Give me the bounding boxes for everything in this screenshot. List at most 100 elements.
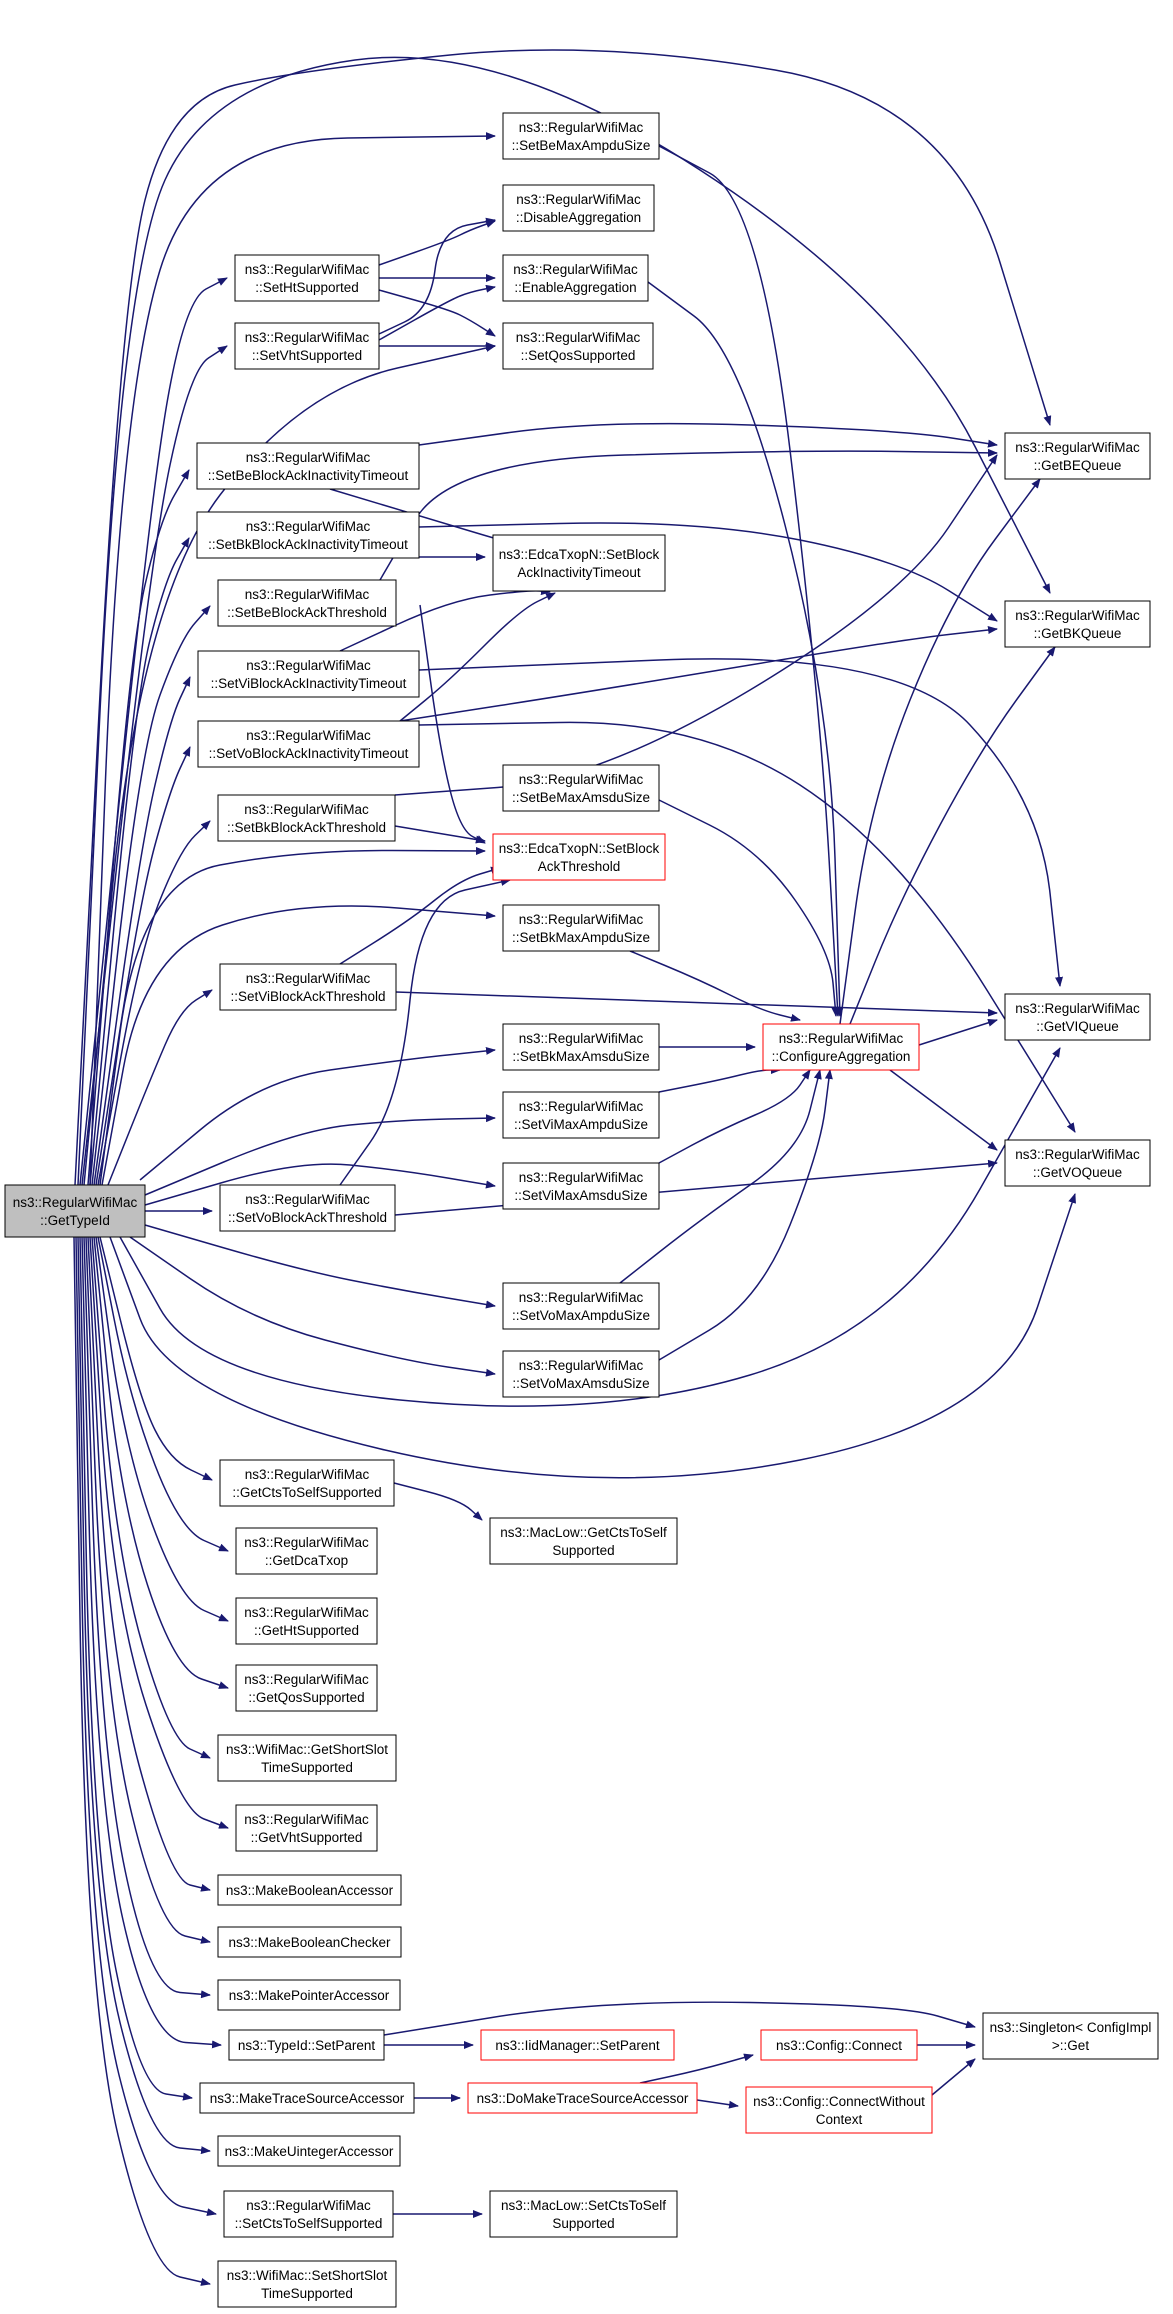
node-setVoBaIn[interactable]: ns3::RegularWifiMac::SetVoBlockAckInacti… [197, 720, 420, 768]
node-label: ::SetBeMaxAmpduSize [512, 138, 651, 153]
node-setViMaxAmsdu[interactable]: ns3::RegularWifiMac::SetViMaxAmsduSize [502, 1162, 660, 1210]
edge-root-to-getShortSlot [91, 1236, 211, 1759]
node-box [745, 2086, 933, 2134]
node-box [217, 2135, 401, 2167]
node-getQos[interactable]: ns3::RegularWifiMac::GetQosSupported [235, 1664, 378, 1712]
node-label: ns3::MakeBooleanAccessor [226, 1883, 394, 1898]
node-setCts[interactable]: ns3::RegularWifiMac::SetCtsToSelfSupport… [223, 2190, 394, 2238]
node-setVht[interactable]: ns3::RegularWifiMac::SetVhtSupported [234, 322, 380, 370]
node-box [502, 904, 660, 952]
node-label: ::GetHtSupported [254, 1623, 359, 1638]
node-setViBaTh[interactable]: ns3::RegularWifiMac::SetViBlockAckThresh… [219, 963, 397, 1011]
node-box [760, 2029, 918, 2061]
node-macLowSetCts[interactable]: ns3::MacLow::SetCtsToSelfSupported [489, 2190, 678, 2238]
node-makeTraceAcc[interactable]: ns3::MakeTraceSourceAccessor [199, 2082, 415, 2114]
edge-configAgg-to-getVO [889, 1069, 998, 1151]
node-setBeBaTh[interactable]: ns3::RegularWifiMac::SetBeBlockAckThresh… [217, 579, 397, 627]
node-box [235, 1804, 378, 1852]
node-setBeBaIn[interactable]: ns3::RegularWifiMac::SetBeBlockAckInacti… [196, 442, 420, 490]
node-box [235, 1527, 378, 1575]
node-label: >::Get [1052, 2038, 1089, 2053]
node-label: ns3::RegularWifiMac [245, 1467, 370, 1482]
node-singleton[interactable]: ns3::Singleton< ConfigImpl>::Get [982, 2012, 1159, 2060]
node-makeBoolAcc[interactable]: ns3::MakeBooleanAccessor [217, 1874, 402, 1906]
node-label: ns3::RegularWifiMac [246, 728, 371, 743]
edge-root-to-getQos [93, 1236, 229, 1689]
edge-root-to-getVht [89, 1236, 229, 1829]
node-setBkBaTh[interactable]: ns3::RegularWifiMac::SetBkBlockAckThresh… [217, 794, 396, 842]
node-setQos[interactable]: ns3::RegularWifiMac::SetQosSupported [502, 322, 654, 370]
node-box [762, 1023, 920, 1071]
edge-setVoBaTh-to-edcaThresh [339, 878, 511, 1186]
node-setBkBaIn[interactable]: ns3::RegularWifiMac::SetBkBlockAckInacti… [196, 511, 420, 559]
node-setHt[interactable]: ns3::RegularWifiMac::SetHtSupported [234, 254, 380, 302]
node-setViMaxAmpdu[interactable]: ns3::RegularWifiMac::SetViMaxAmpduSize [502, 1091, 660, 1139]
node-enableAgg[interactable]: ns3::RegularWifiMac::EnableAggregation [502, 254, 649, 302]
node-cfgConnect[interactable]: ns3::Config::Connect [760, 2029, 918, 2061]
node-getVht[interactable]: ns3::RegularWifiMac::GetVhtSupported [235, 1804, 378, 1852]
node-box [502, 1282, 660, 1330]
node-setVoMaxAmpdu[interactable]: ns3::RegularWifiMac::SetVoMaxAmpduSize [502, 1282, 660, 1330]
node-iidSetParent[interactable]: ns3::IidManager::SetParent [480, 2029, 675, 2061]
node-root[interactable]: ns3::RegularWifiMac::GetTypeId [4, 1184, 146, 1238]
node-label: ns3::RegularWifiMac [519, 1290, 644, 1305]
node-setViBaIn[interactable]: ns3::RegularWifiMac::SetViBlockAckInacti… [197, 650, 420, 698]
edge-setVoMaxAmpdu-to-configAgg [619, 1069, 822, 1284]
node-disableAgg[interactable]: ns3::RegularWifiMac::DisableAggregation [502, 184, 655, 232]
node-getDca[interactable]: ns3::RegularWifiMac::GetDcaTxop [235, 1527, 378, 1575]
node-getBK[interactable]: ns3::RegularWifiMac::GetBKQueue [1004, 600, 1151, 648]
edge-root-to-makeBoolAcc [87, 1236, 211, 1892]
node-label: ns3::RegularWifiMac [519, 1099, 644, 1114]
node-setBeMaxAmpdu[interactable]: ns3::RegularWifiMac::SetBeMaxAmpduSize [502, 112, 660, 160]
edge-setVoBaIn-to-getVO [418, 721, 1076, 1133]
node-label: ns3::Config::Connect [776, 2038, 902, 2053]
node-label: ns3::RegularWifiMac [246, 2198, 371, 2213]
edge-setViBaTh-to-edcaThresh [339, 866, 501, 965]
node-box [492, 534, 666, 592]
node-setBeMaxAmsdu[interactable]: ns3::RegularWifiMac::SetBeMaxAmsduSize [502, 764, 660, 812]
node-label: ns3::RegularWifiMac [519, 120, 644, 135]
node-getCts[interactable]: ns3::RegularWifiMac::GetCtsToSelfSupport… [219, 1459, 395, 1507]
node-makePtrAcc[interactable]: ns3::MakePointerAccessor [217, 1979, 401, 2011]
node-box [502, 1023, 660, 1071]
node-setVoMaxAmsdu[interactable]: ns3::RegularWifiMac::SetVoMaxAmsduSize [502, 1350, 660, 1398]
node-setVoBaTh[interactable]: ns3::RegularWifiMac::SetVoBlockAckThresh… [219, 1184, 396, 1232]
node-label: ::GetDcaTxop [265, 1553, 348, 1568]
edge-setViBaIn-to-getVI [418, 658, 1064, 987]
edge-root-to-setParent [81, 1236, 222, 2049]
edge-setViMaxAmsdu-to-configAgg [658, 1069, 811, 1164]
node-setBkMaxAmsdu[interactable]: ns3::RegularWifiMac::SetBkMaxAmsduSize [502, 1023, 660, 1071]
node-configAgg[interactable]: ns3::RegularWifiMac::ConfigureAggregatio… [762, 1023, 920, 1071]
edge-root-to-getDca [97, 1236, 229, 1552]
node-setParent[interactable]: ns3::TypeId::SetParent [228, 2029, 385, 2061]
node-getBE[interactable]: ns3::RegularWifiMac::GetBEQueue [1004, 432, 1151, 480]
node-edcaInact[interactable]: ns3::EdcaTxopN::SetBlockAckInactivityTim… [492, 534, 666, 592]
node-getVI[interactable]: ns3::RegularWifiMac::GetVIQueue [1004, 993, 1151, 1041]
node-label: ns3::RegularWifiMac [246, 450, 371, 465]
edge-setVoMaxAmsdu-to-configAgg [658, 1069, 833, 1361]
node-label: ::GetVIQueue [1036, 1019, 1119, 1034]
node-doMakeTrace[interactable]: ns3::DoMakeTraceSourceAccessor [467, 2082, 698, 2114]
node-label: ns3::MakePointerAccessor [229, 1988, 390, 2003]
node-makeUintAcc[interactable]: ns3::MakeUintegerAccessor [217, 2135, 401, 2167]
node-box [1004, 432, 1151, 480]
node-makeBoolChk[interactable]: ns3::MakeBooleanChecker [217, 1926, 402, 1958]
node-getHt[interactable]: ns3::RegularWifiMac::GetHtSupported [235, 1597, 378, 1645]
node-label: ::SetQosSupported [521, 348, 636, 363]
node-label: ::SetBeBlockAckInactivityTimeout [208, 468, 409, 483]
node-label: ns3::RegularWifiMac [245, 262, 370, 277]
node-macLowGetCts[interactable]: ns3::MacLow::GetCtsToSelfSupported [489, 1517, 678, 1565]
node-getVO[interactable]: ns3::RegularWifiMac::GetVOQueue [1004, 1139, 1151, 1187]
node-label: ::GetTypeId [40, 1213, 110, 1228]
edge-setVoBaIn-to-getBK [399, 626, 998, 722]
node-label: ::GetVOQueue [1033, 1165, 1122, 1180]
node-label: ns3::RegularWifiMac [246, 658, 371, 673]
node-label: ns3::RegularWifiMac [245, 330, 370, 345]
node-setBkMaxAmpdu[interactable]: ns3::RegularWifiMac::SetBkMaxAmpduSize [502, 904, 660, 952]
node-label: ns3::RegularWifiMac [1015, 1147, 1140, 1162]
node-label: ns3::RegularWifiMac [1015, 440, 1140, 455]
